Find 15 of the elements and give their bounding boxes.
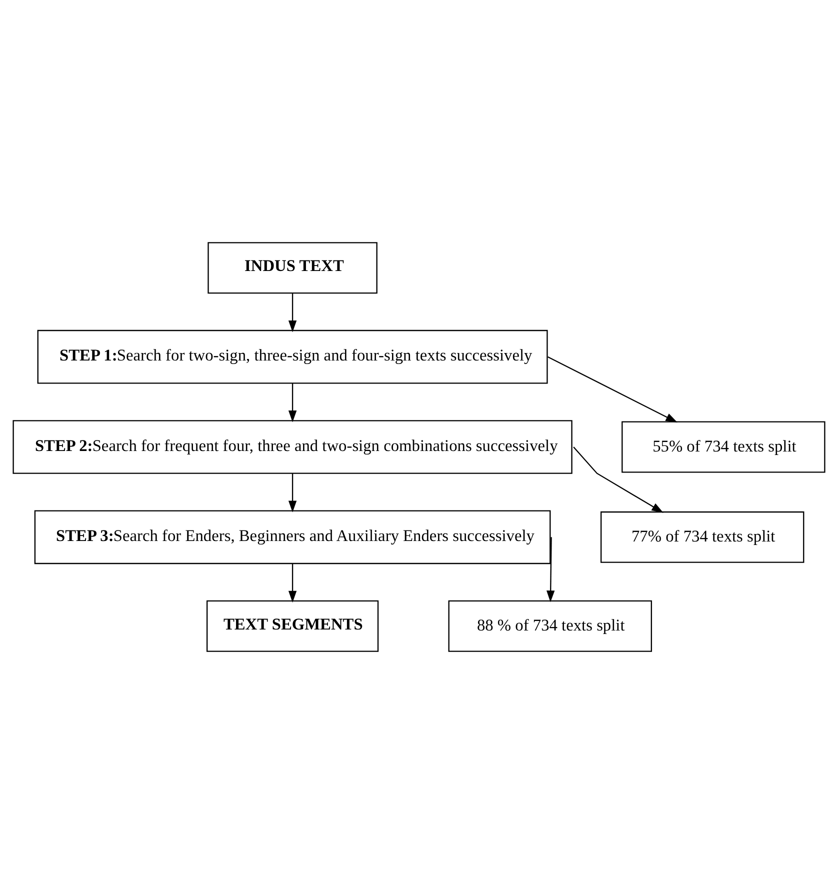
arrow (546, 537, 555, 602)
node-box: 77% of 734 texts split (600, 511, 804, 563)
arrow (573, 446, 664, 513)
node-box: STEP 1:Search for two-sign, three-sign and four-sign texts successively (37, 330, 548, 384)
node-box: 55% of 734 texts split (622, 421, 826, 473)
arrow (288, 293, 297, 332)
arrow (288, 383, 297, 422)
arrow (548, 356, 678, 423)
node-box: TEXT SEGMENTS (206, 600, 379, 652)
node-box: STEP 3:Search for Enders, Beginners and Auxiliary Enders successively (34, 510, 551, 564)
node-box: 88 % of 734 texts split (448, 600, 652, 652)
arrow (288, 564, 297, 603)
node-box: INDUS TEXT (208, 242, 378, 294)
node-box: STEP 2:Search for frequent four, three and two-sign combinations successively (12, 420, 572, 474)
arrow (288, 474, 297, 512)
